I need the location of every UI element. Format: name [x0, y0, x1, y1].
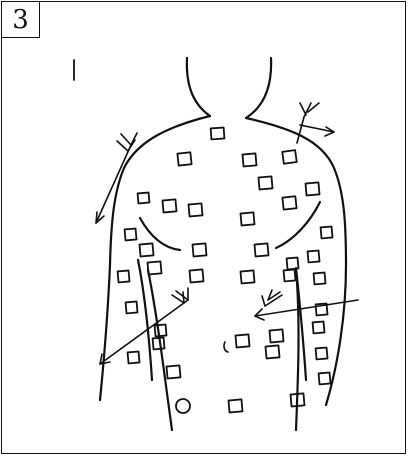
marker-square — [177, 152, 191, 165]
left-pectoral-line — [140, 218, 180, 250]
arrow-left-shoulder — [96, 133, 137, 223]
left-shoulder-outline — [100, 116, 210, 400]
marker-circle — [176, 399, 190, 413]
marker-square — [316, 347, 328, 359]
marker-square — [282, 196, 296, 209]
marker-square — [211, 128, 225, 140]
marker-square — [118, 270, 130, 282]
marker-square — [313, 321, 325, 333]
marker-square — [192, 243, 206, 256]
marker-square — [242, 153, 256, 166]
marker-square — [138, 192, 150, 203]
right-pectoral-line — [276, 202, 320, 248]
navel-mark — [224, 342, 228, 352]
neck-right-outline — [246, 58, 271, 118]
right-torso-side — [296, 282, 299, 430]
marker-square — [235, 334, 249, 347]
marker-square — [155, 324, 167, 336]
marker-square — [321, 226, 333, 238]
marker-square — [166, 365, 180, 378]
marker-square — [254, 243, 268, 256]
marker-square — [282, 150, 297, 164]
marker-square — [162, 199, 176, 212]
marker-square — [189, 269, 203, 282]
marker-square — [139, 243, 153, 256]
marker-square — [188, 203, 202, 216]
left-torso-side — [148, 270, 172, 430]
marker-square — [284, 269, 296, 281]
marker-square — [126, 301, 138, 313]
marker-square — [258, 176, 272, 189]
marker-square — [240, 270, 254, 283]
marker-square — [240, 212, 254, 225]
marker-square — [128, 351, 140, 363]
marker-square — [269, 329, 283, 342]
marker-square — [314, 272, 326, 284]
marker-squares — [118, 128, 333, 413]
marker-square — [305, 182, 319, 195]
marker-square — [319, 372, 331, 384]
marker-square — [308, 250, 320, 262]
neck-left-outline — [187, 58, 210, 116]
marker-square — [125, 228, 137, 240]
marker-square — [228, 399, 242, 412]
marker-square — [265, 345, 279, 358]
